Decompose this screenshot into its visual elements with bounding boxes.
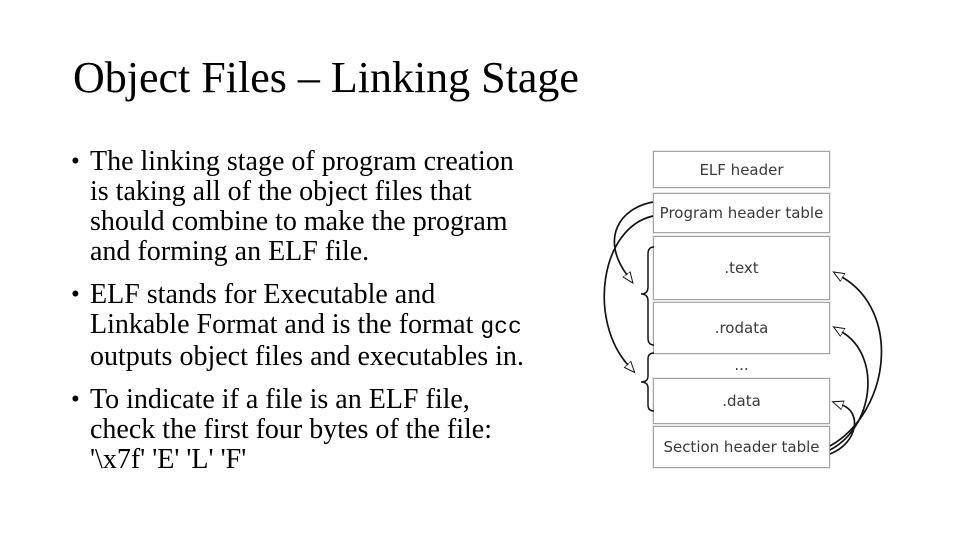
bullet-list: • The linking stage of program creation … bbox=[71, 147, 611, 488]
box-rodata-section: .rodata bbox=[653, 302, 830, 354]
bullet-item-2: • ELF stands for Executable and Linkable… bbox=[71, 280, 611, 372]
box-program-header-table: Program header table bbox=[653, 193, 830, 233]
bullet-item-1: • The linking stage of program creation … bbox=[71, 147, 611, 267]
bullet-line-text: Linkable Format and is the format bbox=[90, 309, 481, 340]
bullet-text: ELF stands for Executable and Linkable F… bbox=[90, 280, 611, 372]
bullet-line: is taking all of the object files that bbox=[90, 176, 472, 207]
bullet-line: The linking stage of program creation bbox=[90, 146, 514, 177]
bullet-line: ELF stands for Executable and bbox=[90, 279, 436, 310]
bullet-line: check the first four bytes of the file: bbox=[90, 414, 492, 445]
bullet-text: The linking stage of program creation is… bbox=[90, 147, 611, 267]
bullet-marker: • bbox=[71, 148, 80, 175]
bullet-line: and forming an ELF file. bbox=[90, 236, 370, 267]
bullet-line: Linkable Format and is the format gcc bbox=[90, 310, 611, 342]
box-data-section: .data bbox=[653, 378, 830, 424]
bullet-marker: • bbox=[71, 281, 80, 308]
program-header-arrow-to-segment-1 bbox=[613, 201, 654, 275]
ellipsis-label: ... bbox=[734, 356, 749, 374]
bullet-line: '\x7f' 'E' 'L' 'F' bbox=[90, 444, 247, 475]
slide-title: Object Files – Linking Stage bbox=[73, 53, 579, 102]
section-header-arrow-to-data bbox=[829, 405, 856, 455]
inline-code-gcc: gcc bbox=[480, 314, 522, 340]
bullet-line: To indicate if a file is an ELF file, bbox=[90, 384, 470, 415]
program-header-arrow-to-segment-2 bbox=[603, 215, 654, 365]
box-section-header-table: Section header table bbox=[653, 426, 830, 468]
box-elf-header: ELF header bbox=[653, 151, 830, 188]
box-text-section: .text bbox=[653, 236, 830, 300]
bullet-marker: • bbox=[71, 386, 80, 413]
section-header-arrow-to-text bbox=[829, 277, 883, 447]
bullet-line: outputs object files and executables in. bbox=[90, 341, 524, 372]
bullet-item-3: • To indicate if a file is an ELF file, … bbox=[71, 385, 611, 475]
bullet-line: should combine to make the program bbox=[90, 206, 508, 237]
section-header-arrow-to-rodata bbox=[829, 332, 869, 451]
bullet-text: To indicate if a file is an ELF file, ch… bbox=[90, 385, 611, 475]
